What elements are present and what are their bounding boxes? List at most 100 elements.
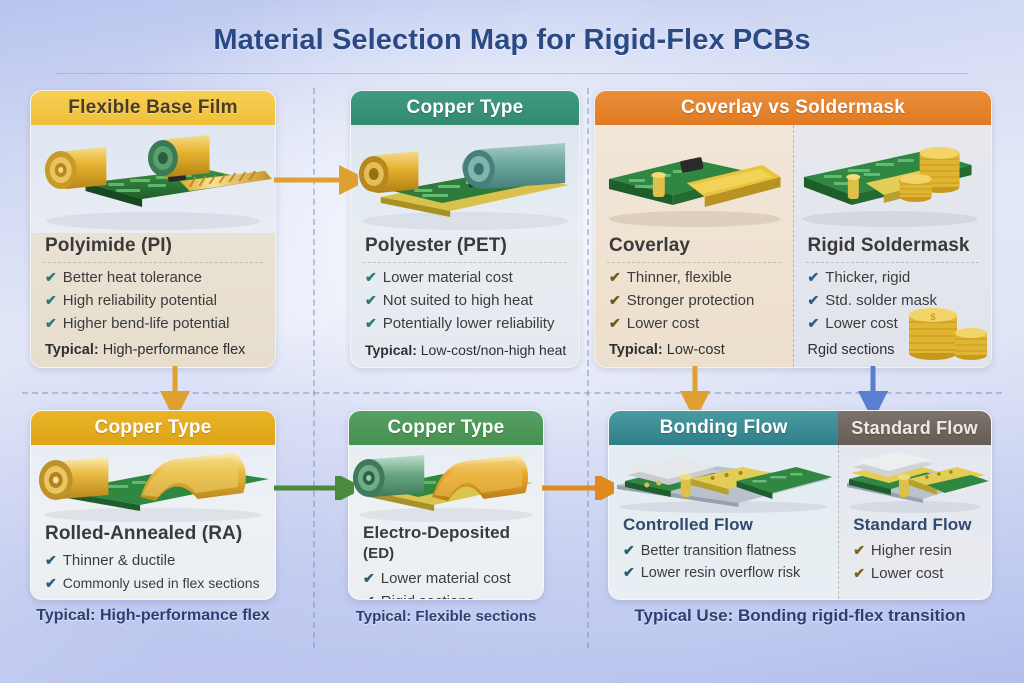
feature-text: High reliability potential	[62, 291, 217, 309]
list-item: ✔Thicker, rigid	[808, 267, 986, 290]
card-flexible-base-film[interactable]: Flexible Base Film	[30, 90, 276, 368]
option-title-polyester: Polyester (PET)	[351, 233, 579, 262]
column-standard-flow: Standard Flow ✔Higher resin ✔Lower cost	[838, 445, 991, 599]
arrow-ed-to-bonding	[542, 476, 614, 500]
check-icon: ✔	[45, 291, 57, 308]
feature-list-controlled-flow: ✔ Better transition flatness ✔Lower resin…	[609, 540, 838, 584]
illustration-standard-stack	[839, 445, 991, 515]
list-item: ✔ Higher bend-life potential	[45, 313, 269, 336]
svg-text:$: $	[930, 312, 935, 322]
list-item: ✔Std. solder mask	[808, 290, 986, 313]
feature-text: Lower cost	[825, 314, 898, 332]
card-body-bonding-flow: Controlled Flow ✔ Better transition flatn…	[609, 445, 991, 599]
feature-text: Lower material cost	[382, 269, 513, 286]
footer-caption-copper-type-ed: Typical: Flexible sections	[355, 608, 537, 625]
option-title-text: Standard Flow	[853, 515, 972, 534]
list-item: ✔ Better transition flatness	[623, 540, 832, 562]
card-header-label: Flexible Base Film	[68, 97, 238, 118]
illustration-ra-copper-roll	[31, 445, 275, 523]
feature-text: Lower cost	[870, 564, 944, 582]
column-rolled-annealed: Rolled-Annealed (RA) ✔Thinner & ductile …	[31, 445, 275, 599]
list-item: ✔Stronger protection	[609, 290, 787, 313]
check-icon: ✔	[609, 314, 621, 331]
option-title-text: Controlled Flow	[623, 515, 753, 534]
card-copper-type-pet[interactable]: Copper Type	[350, 90, 580, 368]
card-bonding-flow[interactable]: Bonding Flow Standard Flow	[608, 410, 992, 600]
feature-text: Rigid sections	[381, 591, 474, 599]
card-header-label-secondary: Standard Flow	[851, 417, 978, 438]
card-body-flexible-base-film: Polyimide (PI) ✔Better heat tolerance ✔H…	[31, 125, 275, 367]
feature-text: Better heat tolerance	[62, 269, 202, 286]
card-header-label: Copper Type	[94, 417, 212, 438]
arrow-pi-to-ra	[160, 366, 190, 410]
option-title-text: Polyimide (PI)	[45, 235, 173, 256]
column-polyimide: Polyimide (PI) ✔Better heat tolerance ✔H…	[31, 125, 275, 367]
list-item: ✔ High reliability potential	[45, 290, 269, 313]
card-header-bonding-flow-left: Bonding Flow	[609, 411, 839, 445]
list-item: ✔ Lower cost	[853, 563, 985, 586]
grid-divider-vertical-right	[587, 88, 589, 648]
check-icon: ✔	[45, 314, 57, 331]
list-item: ✔ Lower material cost	[365, 267, 573, 290]
option-title-coverlay: Coverlay	[595, 233, 793, 262]
typical-value: Low-cost	[666, 342, 725, 359]
page-title: Material Selection Map for Rigid-Flex PC…	[213, 24, 811, 56]
column-polyester: Polyester (PET) ✔ Lower material cost ✔ No…	[351, 125, 579, 367]
typical-label: Typical:	[45, 342, 99, 359]
card-copper-type-ed[interactable]: Copper Type	[348, 410, 544, 600]
list-item: ✔Lower cost	[808, 313, 986, 336]
list-item: ✔Thinner & ductile	[45, 550, 269, 573]
option-title-standard-flow: Standard Flow	[839, 515, 991, 540]
option-title-sub: (ED)	[363, 545, 395, 562]
option-title-text: Electro-Deposited	[363, 523, 511, 542]
check-icon: ✔	[623, 542, 635, 558]
coin-stack-icon: $	[909, 308, 987, 360]
illustration-bonding-stack	[609, 445, 838, 515]
feature-text: Not suited to high heat	[382, 291, 533, 309]
card-body-copper-type-ed: Electro-Deposited (ED) ✔ Lower material c…	[349, 445, 543, 599]
typical-note-coverlay: Typical: Low-cost	[595, 335, 793, 358]
check-icon: ✔	[365, 314, 377, 331]
check-icon: ✔	[365, 269, 377, 285]
list-item: ✔Lower resin overflow risk	[623, 562, 832, 584]
typical-note-polyester: Typical: Low-cost/non-high heat	[351, 335, 579, 358]
check-icon: ✔	[363, 570, 375, 586]
illustration-pet-rolls-on-board	[351, 125, 579, 233]
feature-text: Higher bend-life potential	[62, 314, 230, 332]
list-item: ✔ Not suited to high heat	[365, 290, 573, 313]
illustration-ed-copper-roll	[349, 445, 543, 523]
feature-text: Thinner, flexible	[626, 269, 732, 286]
card-body-coverlay-vs-soldermask: Coverlay ✔ Thinner, flexible ✔Stronger pr…	[595, 125, 991, 367]
card-coverlay-vs-soldermask[interactable]: Coverlay vs Soldermask	[594, 90, 992, 368]
card-copper-type-ra[interactable]: Copper Type	[30, 410, 276, 600]
check-icon: ✔	[45, 574, 57, 591]
typical-label: Typical:	[365, 342, 417, 359]
typical-note-rigid-soldermask: Rgid sections	[794, 335, 992, 358]
option-title-controlled-flow: Controlled Flow	[609, 515, 838, 540]
card-body-copper-type-pet: Polyester (PET) ✔ Lower material cost ✔ No…	[351, 125, 579, 367]
typical-note-polyimide: Typical: High-performance flex	[31, 335, 275, 358]
card-body-copper-type-ra: Rolled-Annealed (RA) ✔Thinner & ductile …	[31, 445, 275, 599]
check-icon: ✔	[853, 564, 865, 581]
list-item: ✔ Thinner, flexible	[609, 267, 787, 290]
list-item: ✔Better heat tolerance	[45, 267, 269, 290]
feature-text: Lower material cost	[380, 570, 511, 587]
footer-caption-bonding-flow: Typical Use: Bonding rigid-flex transiti…	[634, 606, 966, 625]
feature-separator	[607, 262, 781, 263]
feature-text: Thinner & ductile	[62, 552, 176, 569]
option-title-polyimide: Polyimide (PI)	[31, 233, 275, 262]
option-title-electro-deposited: Electro-Deposited (ED)	[349, 523, 543, 568]
card-header-bonding-flow-right: Standard Flow	[838, 411, 991, 445]
check-icon: ✔	[623, 564, 635, 581]
feature-text: Better transition flatness	[640, 543, 797, 559]
card-header-bonding-flow: Bonding Flow Standard Flow	[609, 411, 991, 445]
card-header-label: Bonding Flow	[659, 417, 788, 438]
feature-list-polyimide: ✔Better heat tolerance ✔High reliability…	[31, 267, 275, 335]
check-icon: ✔	[609, 269, 621, 285]
check-icon: ✔	[365, 291, 377, 308]
feature-text: Commonly used in flex sections	[62, 574, 260, 591]
card-header-flexible-base-film: Flexible Base Film	[31, 91, 275, 125]
option-title-rolled-annealed: Rolled-Annealed (RA)	[31, 523, 275, 550]
card-header-copper-type-pet: Copper Type	[351, 91, 579, 125]
